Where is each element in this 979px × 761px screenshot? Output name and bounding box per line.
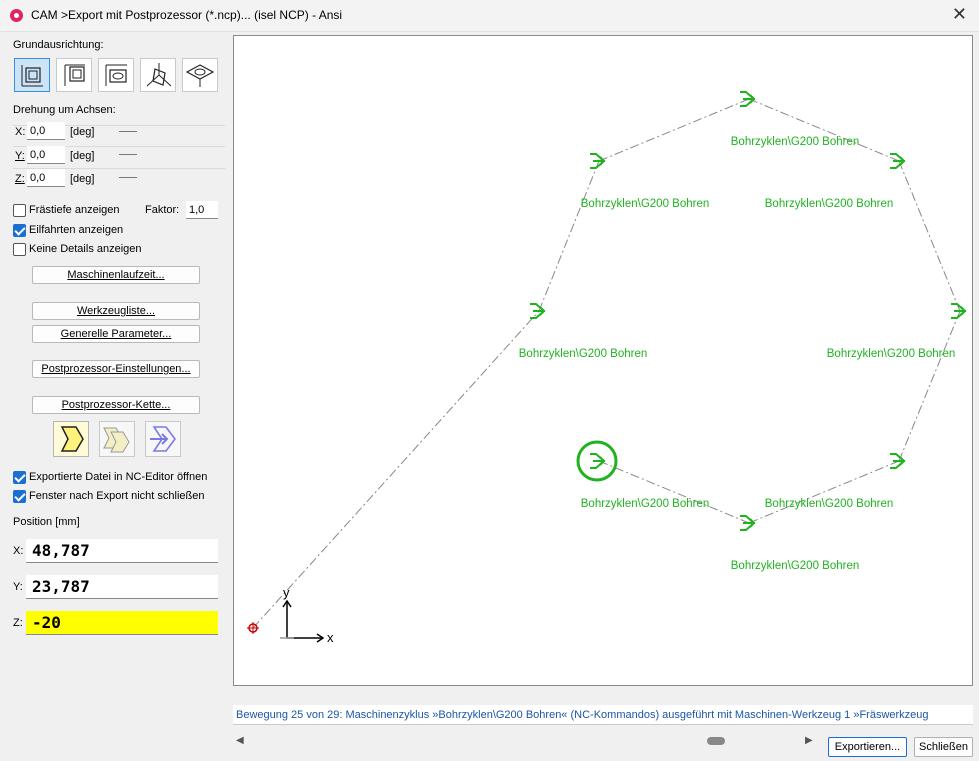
xy-top-view-icon [21, 65, 43, 87]
drill-marker [740, 91, 756, 107]
toolpath-drawing: Bohrzyklen\G200 Bohren Bohrzyklen\G200 B… [247, 91, 967, 645]
orientation-label: Grundausrichtung: [13, 39, 104, 51]
drill-marker [590, 453, 606, 469]
rapid-path [898, 310, 961, 462]
title-bar: CAM >Export mit Postprozessor (*.ncp)...… [0, 0, 979, 32]
axis-indicator [280, 599, 325, 643]
machine-time-button[interactable]: Maschinenlaufzeit... [32, 266, 200, 284]
position-label: Position [mm] [13, 516, 80, 528]
horizontal-scrollbar-thumb[interactable] [707, 737, 725, 745]
tool-list-button[interactable]: Werkzeugliste... [32, 302, 200, 320]
factor-input[interactable] [186, 201, 218, 219]
rapid-path [598, 98, 750, 162]
rapid-path [252, 310, 540, 629]
rapid-path [748, 460, 900, 524]
drill-marker [890, 153, 906, 169]
keep-window-label: Fenster nach Export nicht schließen [29, 490, 205, 502]
position-x-value: 48,787 [26, 539, 218, 563]
axis-x-label: x [327, 630, 334, 645]
rapid-path [898, 160, 961, 312]
rotation-x-input[interactable] [27, 122, 65, 140]
pp-chain-export-button[interactable] [145, 421, 181, 457]
rotation-z-dash [119, 177, 137, 178]
position-z-value: -20 [26, 611, 218, 635]
pp-chain-button[interactable]: Postprozessor-Kette... [32, 396, 200, 414]
pp-chain-double-button[interactable] [99, 421, 135, 457]
drill-label: Bohrzyklen\G200 Bohren [731, 560, 860, 572]
position-x-label: X: [13, 545, 24, 557]
drill-marker [890, 453, 906, 469]
pp-chain-single-button[interactable] [53, 421, 89, 457]
toolpath-canvas[interactable]: Bohrzyklen\G200 Bohren Bohrzyklen\G200 B… [233, 35, 973, 686]
rotation-label: Drehung um Achsen: [13, 104, 116, 116]
rotation-x-label: X: [15, 126, 26, 138]
no-details-checkbox[interactable] [13, 243, 26, 256]
status-bar: Bewegung 25 von 29: Maschinenzyklus »Boh… [233, 705, 973, 725]
scroll-right-icon[interactable]: ▶ [805, 735, 813, 746]
rotation-y-dash [119, 154, 137, 155]
iso-view-2-icon [185, 64, 215, 87]
chevron-double-icon [103, 427, 130, 453]
no-details-label: Keine Details anzeigen [29, 243, 142, 255]
rotation-z-unit: [deg] [70, 173, 95, 185]
position-z-label: Z: [13, 617, 23, 629]
app-icon [10, 9, 23, 22]
drill-label: Bohrzyklen\G200 Bohren [581, 198, 710, 210]
export-button[interactable]: Exportieren... [828, 737, 907, 757]
scroll-left-icon[interactable]: ◀ [236, 735, 244, 746]
drill-label: Bohrzyklen\G200 Bohren [765, 498, 894, 510]
divider [13, 168, 225, 169]
keep-window-checkbox[interactable] [13, 490, 26, 503]
window-title: CAM >Export mit Postprozessor (*.ncp)...… [31, 8, 343, 22]
close-button[interactable]: Schließen [914, 737, 973, 757]
factor-label: Faktor: [145, 204, 180, 216]
close-icon[interactable]: ✕ [951, 4, 967, 24]
show-depth-label: Frästiefe anzeigen [29, 204, 120, 216]
rotation-z-input[interactable] [27, 169, 65, 187]
drill-label: Bohrzyklen\G200 Bohren [765, 198, 894, 210]
general-params-button[interactable]: Generelle Parameter... [32, 325, 200, 343]
drill-label: Bohrzyklen\G200 Bohren [731, 136, 860, 148]
position-y-value: 23,787 [26, 575, 218, 599]
open-editor-checkbox[interactable] [13, 471, 26, 484]
rotation-z-label: Z: [15, 173, 25, 185]
origin-marker [247, 622, 259, 634]
drill-marker [740, 515, 756, 531]
pp-settings-button[interactable]: Postprozessor-Einstellungen... [32, 360, 200, 378]
orientation-iso2-button[interactable] [182, 58, 218, 92]
iso-view-1-icon [146, 63, 172, 87]
divider [13, 125, 225, 126]
rapid-path [538, 160, 600, 312]
divider [13, 146, 225, 147]
rotation-x-unit: [deg] [70, 126, 95, 138]
drill-marker [951, 303, 967, 319]
rapid-path [598, 460, 750, 524]
show-depth-checkbox[interactable] [13, 204, 26, 217]
drill-label: Bohrzyklen\G200 Bohren [581, 498, 710, 510]
arrow-export-icon [150, 426, 176, 452]
rotation-y-label: Y: [15, 150, 25, 162]
rotation-x-dash [119, 131, 137, 132]
drill-marker [530, 303, 546, 319]
rotation-y-input[interactable] [27, 146, 65, 164]
rotation-y-unit: [deg] [70, 150, 95, 162]
drill-marker [590, 153, 606, 169]
orientation-iso1-button[interactable] [140, 58, 176, 92]
xy-mirrored-view-icon [105, 64, 127, 86]
orientation-bottom-button[interactable] [56, 58, 92, 92]
orientation-mirror-button[interactable] [98, 58, 134, 92]
show-rapids-label: Eilfahrten anzeigen [29, 224, 124, 236]
position-y-label: Y: [13, 581, 23, 593]
xy-bottom-view-icon [64, 64, 85, 86]
open-editor-label: Exportierte Datei in NC-Editor öffnen [29, 471, 208, 483]
orientation-top-button[interactable] [14, 58, 50, 92]
chevron-single-icon [60, 426, 84, 452]
drill-label: Bohrzyklen\G200 Bohren [827, 348, 956, 360]
drill-label: Bohrzyklen\G200 Bohren [519, 348, 648, 360]
show-rapids-checkbox[interactable] [13, 224, 26, 237]
axis-y-label: y [283, 585, 290, 600]
rapid-path [748, 98, 900, 162]
current-position-circle [576, 440, 618, 482]
